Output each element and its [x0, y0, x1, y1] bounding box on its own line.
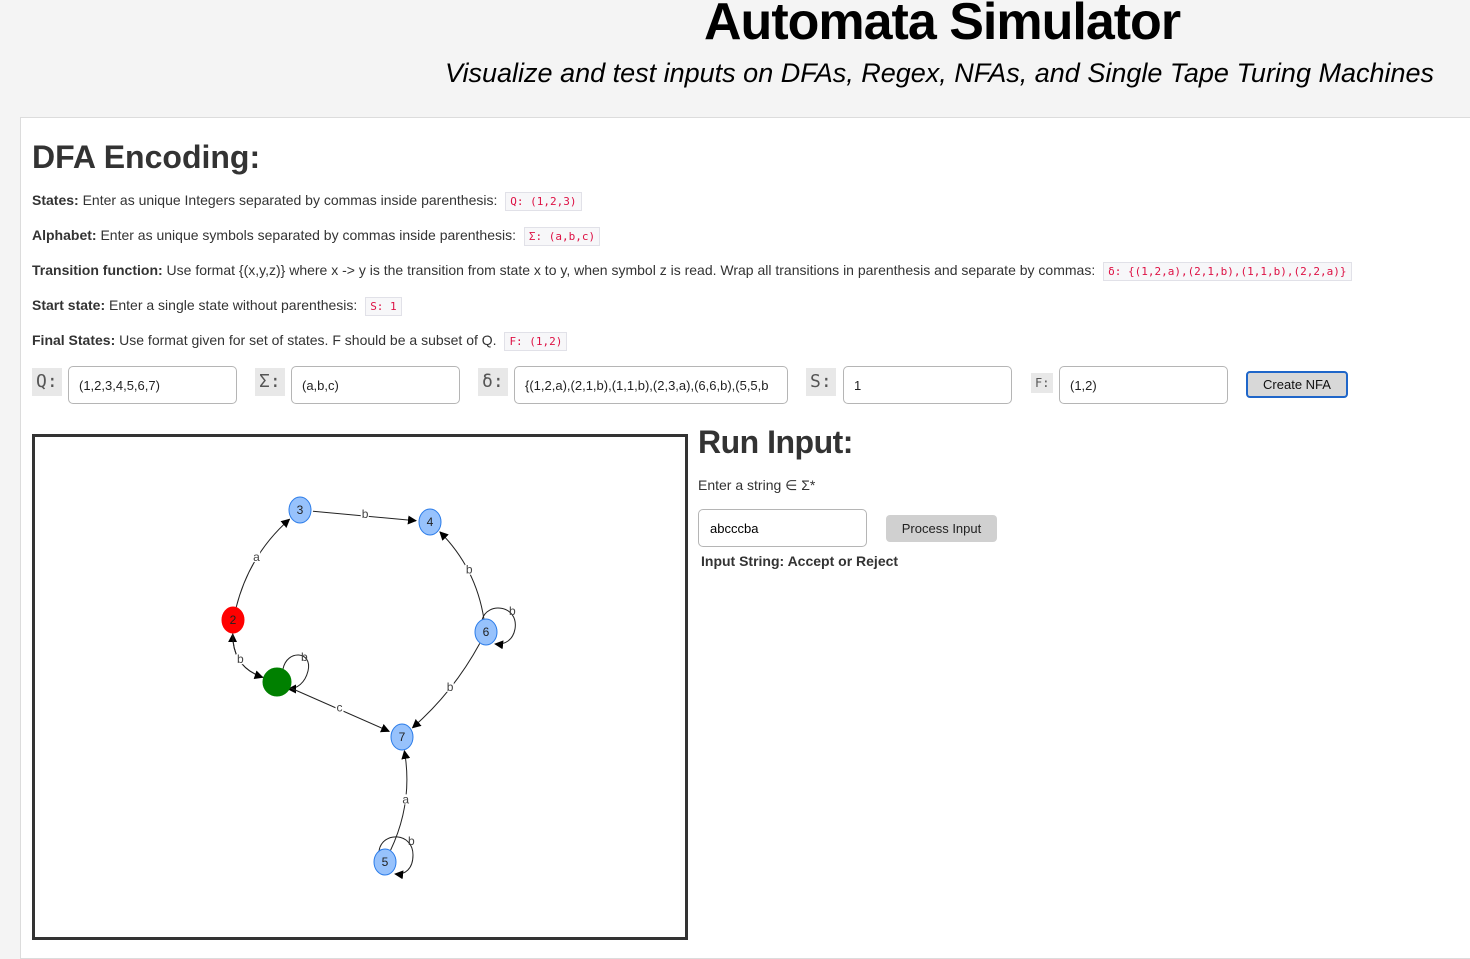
edge-label-bg	[252, 551, 261, 562]
start-state-input[interactable]	[843, 366, 1012, 404]
instruction-alphabet: Alphabet: Enter as unique symbols separa…	[32, 227, 601, 246]
edge-label: a	[253, 550, 260, 564]
self-loop-edge	[481, 607, 516, 650]
dfa-encoding-title: DFA Encoding:	[32, 139, 261, 175]
edge-label: b	[301, 650, 308, 664]
instruction-example: F: (1,2)	[504, 332, 568, 351]
instruction-label: Final States:	[32, 332, 116, 348]
run-input-prompt: Enter a string ∈ Σ*	[698, 477, 816, 493]
state-node-7[interactable]: 7	[390, 723, 414, 751]
final-states-input[interactable]	[1059, 366, 1228, 404]
self-loop-edge	[378, 836, 414, 880]
state-node-3[interactable]: 3	[288, 496, 312, 524]
instruction-text: Enter a single state without parenthesis…	[109, 297, 358, 313]
state-label: 7	[399, 730, 406, 744]
edges-layer: abbabbbbcab	[228, 507, 516, 880]
app-title: Automata Simulator	[704, 0, 1181, 51]
run-input-title: Run Input:	[698, 424, 853, 460]
state-label: 2	[230, 613, 237, 627]
state-circle	[262, 667, 292, 697]
input-result-text: Input String: Accept or Reject	[701, 553, 899, 569]
state-node-4[interactable]: 4	[418, 508, 442, 536]
transition-label: δ:	[478, 368, 508, 396]
process-input-button[interactable]: Process Input	[886, 515, 997, 542]
instruction-start-state: Start state: Enter a single state withou…	[32, 297, 402, 316]
input-string-field[interactable]	[698, 509, 867, 547]
transition-edge	[235, 518, 291, 608]
state-label: 6	[483, 625, 490, 639]
state-label: 4	[427, 515, 434, 529]
state-circle	[373, 848, 397, 876]
instruction-example: S: 1	[365, 297, 402, 316]
instruction-example: Q: (1,2,3)	[505, 192, 582, 211]
instruction-text: Enter as unique symbols separated by com…	[100, 227, 517, 243]
graph-canvas[interactable]: abbabbbbcab234567	[32, 434, 688, 940]
states-label: Q:	[32, 368, 62, 396]
instruction-label: Start state:	[32, 297, 106, 313]
state-node-5[interactable]: 5	[373, 848, 397, 876]
edge-label: b	[447, 680, 454, 694]
state-node-1[interactable]	[262, 667, 292, 697]
alphabet-input[interactable]	[291, 366, 460, 404]
state-circle	[418, 508, 442, 536]
edge-label: b	[237, 652, 244, 666]
state-node-6[interactable]: 6	[474, 618, 498, 646]
instruction-transition: Transition function: Use format {(x,y,z)…	[32, 262, 1352, 281]
edge-label-bg	[360, 508, 369, 519]
edge-label: c	[337, 701, 343, 715]
final-states-label: F:	[1031, 373, 1054, 393]
edge-label: a	[402, 792, 409, 806]
alphabet-label: Σ:	[255, 368, 285, 396]
instruction-example: Σ: (a,b,c)	[523, 227, 601, 246]
state-circle	[288, 496, 312, 524]
state-label: 3	[297, 503, 304, 517]
state-circle	[474, 618, 498, 646]
edge-label-bg	[464, 564, 473, 575]
nodes-layer: 2 3 4 5 6 7	[221, 496, 498, 876]
edge-label: b	[362, 507, 369, 521]
edge-label-bg	[401, 794, 410, 805]
edge-label-bg	[235, 654, 244, 665]
create-nfa-button[interactable]: Create NFA	[1246, 371, 1348, 398]
states-input[interactable]	[68, 366, 237, 404]
app-subtitle: Visualize and test inputs on DFAs, Regex…	[445, 58, 1435, 88]
edge-label: b	[509, 604, 516, 618]
instruction-states: States: Enter as unique Integers separat…	[32, 192, 582, 211]
graph-svg: abbabbbbcab234567	[221, 496, 516, 880]
edge-label-bg	[445, 681, 454, 692]
instruction-text: Use format {(x,y,z)} where x -> y is the…	[166, 262, 1096, 278]
transition-input[interactable]	[514, 366, 788, 404]
instruction-label: States:	[32, 192, 79, 208]
instruction-label: Transition function:	[32, 262, 163, 278]
state-circle	[221, 606, 245, 634]
instruction-example: δ: {(1,2,a),(2,1,b),(1,1,b),(2,2,a)}	[1103, 262, 1352, 281]
state-label: 5	[382, 855, 389, 869]
edge-label: b	[408, 834, 415, 848]
instruction-text: Enter as unique Integers separated by co…	[82, 192, 498, 208]
state-circle	[390, 723, 414, 751]
edge-label-bg	[335, 702, 344, 713]
instruction-text: Use format given for set of states. F sh…	[119, 332, 497, 348]
start-state-label: S:	[806, 368, 836, 396]
transition-edge	[439, 531, 485, 620]
instruction-final-states: Final States: Use format given for set o…	[32, 332, 568, 351]
state-node-2[interactable]: 2	[221, 606, 245, 634]
self-loop-edge	[282, 654, 310, 694]
edge-label: b	[466, 563, 473, 577]
instruction-label: Alphabet:	[32, 227, 97, 243]
